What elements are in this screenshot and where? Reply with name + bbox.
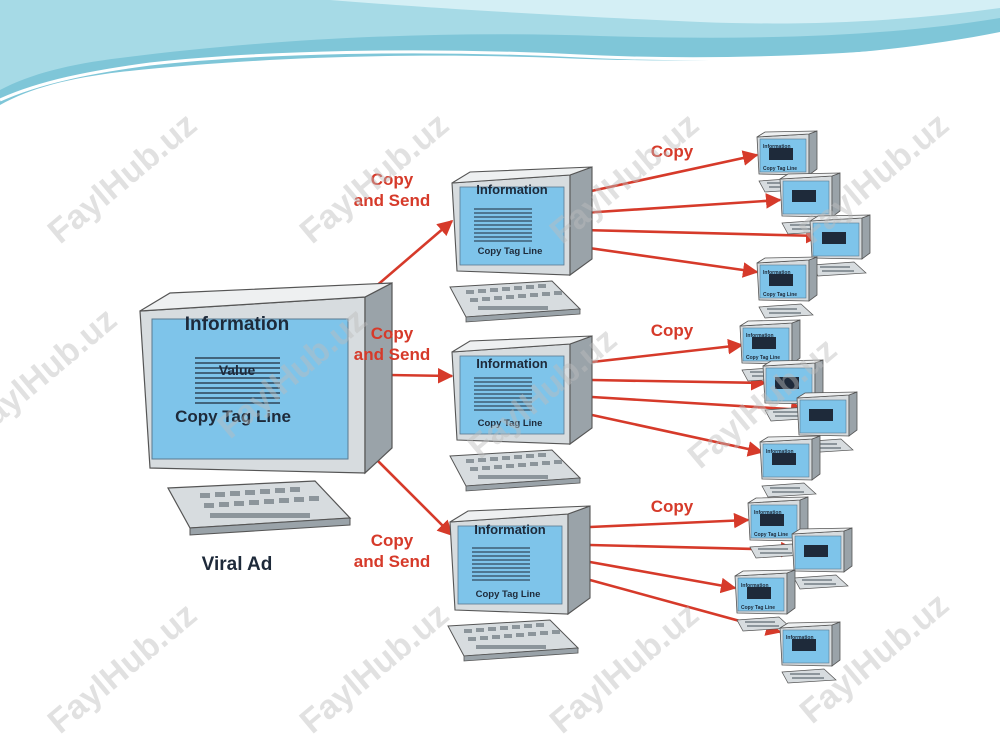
main-computer-tagline: Copy Tag Line	[175, 407, 291, 426]
small-computer	[734, 569, 796, 632]
arrow-mid-1	[591, 338, 744, 364]
mid-computer-top: Information Copy Tag Line	[449, 166, 593, 323]
small-computer-heading: Information	[786, 635, 814, 641]
small-computer-heading: Information	[763, 270, 791, 276]
arrow-top-3	[581, 227, 822, 244]
svg-text:Copy: Copy	[371, 170, 414, 189]
main-computer: Information Value Copy Tag Line	[139, 282, 393, 536]
mid-computer-tagline: Copy Tag Line	[476, 589, 541, 600]
watermark: FaylHub.uz	[293, 595, 456, 741]
arrow-bot-3	[589, 560, 737, 594]
edge-label-copy-bottom: Copy	[651, 497, 694, 516]
edge-label-copy-and-send-mid: Copy and Send	[354, 324, 431, 364]
small-computer	[791, 527, 853, 590]
small-computer-heading: Information	[754, 510, 782, 516]
small-computer-tagline: Copy Tag Line	[763, 166, 797, 172]
small-computer-tagline: Copy Tag Line	[746, 355, 780, 361]
small-computer	[756, 256, 818, 319]
main-computer-heading: Information	[185, 314, 290, 335]
arrow-mid-3	[591, 395, 807, 417]
main-computer-value: Value	[219, 362, 256, 378]
svg-text:and Send: and Send	[354, 191, 431, 210]
watermark: FaylHub.uz	[0, 300, 124, 446]
watermark: FaylHub.uz	[543, 595, 706, 741]
edge-label-copy-mid: Copy	[651, 321, 694, 340]
mid-computer-heading: Information	[476, 356, 548, 371]
small-computer-heading: Information	[741, 583, 769, 589]
mid-computer-heading: Information	[474, 522, 546, 537]
edge-label-copy-top: Copy	[651, 142, 694, 161]
svg-text:and Send: and Send	[354, 345, 431, 364]
mid-computer-tagline: Copy Tag Line	[478, 246, 543, 257]
svg-text:Copy: Copy	[371, 531, 414, 550]
arrow-mid-4	[591, 413, 764, 457]
small-computer-tagline: Copy Tag Line	[741, 605, 775, 611]
diagram-caption: Viral Ad	[202, 554, 273, 575]
watermark: FaylHub.uz	[41, 595, 204, 741]
mid-computer-middle: Information Copy Tag Line	[449, 335, 593, 492]
edge-label-copy-and-send-bottom: Copy and Send	[354, 531, 431, 571]
small-computer-tagline: Copy Tag Line	[754, 532, 788, 538]
watermark: FaylHub.uz	[41, 105, 204, 251]
small-computer-captions: Information Copy Tag Line Information Co…	[741, 144, 814, 641]
arrow-bot-1	[589, 512, 750, 529]
small-computer	[759, 435, 821, 498]
arrow-mid-2	[591, 374, 767, 391]
small-computer-heading: Information	[746, 333, 774, 339]
mid-computer-heading: Information	[476, 182, 548, 197]
small-computer-heading: Information	[763, 144, 791, 150]
header-wave	[0, 0, 1000, 105]
mid-computer-tagline: Copy Tag Line	[478, 418, 543, 429]
edge-label-copy-and-send-top: Copy and Send	[354, 170, 431, 210]
arrow-top-2	[581, 193, 782, 215]
arrow-top-4	[581, 245, 759, 278]
watermark: FaylHub.uz	[293, 105, 456, 251]
mid-computer-bottom: Information Copy Tag Line	[447, 505, 591, 662]
small-computer-tagline: Copy Tag Line	[763, 292, 797, 298]
svg-text:Copy: Copy	[371, 324, 414, 343]
small-computer-heading: Information	[766, 449, 794, 455]
svg-text:and Send: and Send	[354, 552, 431, 571]
arrow-top-1	[581, 150, 759, 195]
